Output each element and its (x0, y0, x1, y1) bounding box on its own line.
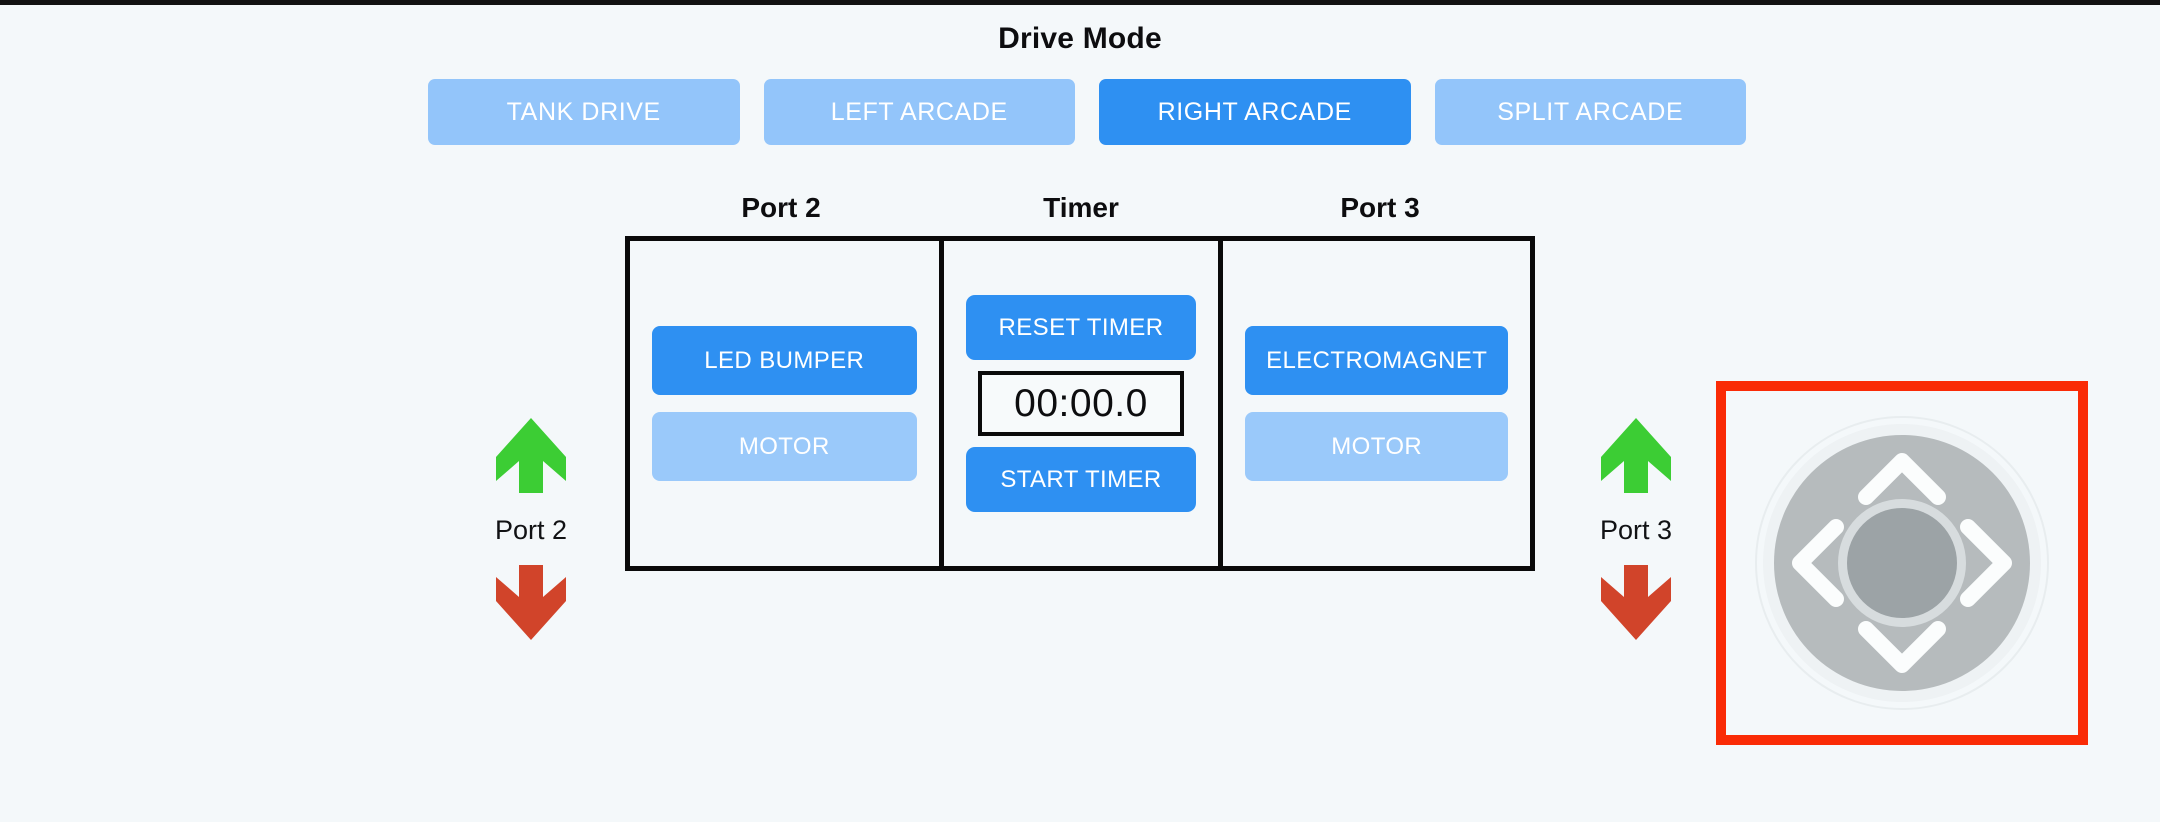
drive-mode-right-arcade-button[interactable]: RIGHT ARCADE (1099, 79, 1411, 145)
port3-direction-indicator: Port 3 (1560, 415, 1712, 643)
panel-heading-port3: Port 3 (1340, 192, 1420, 223)
panel-heading-timer: Timer (1043, 192, 1119, 223)
red-down-arrow-icon[interactable] (495, 563, 567, 643)
top-edge-strip (0, 0, 2160, 5)
directional-pad-icon[interactable] (1752, 413, 2052, 713)
reset-timer-button[interactable]: RESET TIMER (965, 295, 1197, 360)
drive-mode-tank-drive-button[interactable]: TANK DRIVE (428, 79, 740, 145)
drive-mode-split-arcade-button[interactable]: SPLIT ARCADE (1434, 79, 1746, 145)
port3-electromagnet-button[interactable]: ELECTROMAGNET (1245, 326, 1508, 395)
port2-led-bumper-button[interactable]: LED BUMPER (652, 326, 917, 395)
dpad-down-chevron-icon[interactable] (1858, 621, 1946, 673)
dpad-center-button[interactable] (1847, 508, 1957, 618)
port2-motor-button[interactable]: MOTOR (652, 412, 917, 481)
green-up-arrow-icon[interactable] (1600, 415, 1672, 495)
panel-heading-port2: Port 2 (741, 192, 821, 223)
red-down-arrow-icon[interactable] (1600, 563, 1672, 643)
dpad-right-chevron-icon[interactable] (1960, 519, 2012, 607)
green-up-arrow-icon[interactable] (495, 415, 567, 495)
panel-port3: ELECTROMAGNET MOTOR (1223, 241, 1530, 566)
start-timer-button[interactable]: START TIMER (965, 447, 1197, 512)
panel-heading-row: Port 2 Timer Port 3 (625, 192, 1535, 224)
port2-indicator-label: Port 2 (494, 515, 568, 545)
port3-indicator-label: Port 3 (1599, 515, 1673, 545)
panel-group: LED BUMPER MOTOR RESET TIMER 00:00.0 STA… (625, 236, 1535, 571)
dpad-highlight-frame (1716, 381, 2088, 745)
dpad-left-chevron-icon[interactable] (1792, 519, 1844, 607)
panel-port2: LED BUMPER MOTOR (630, 241, 939, 566)
port3-motor-button[interactable]: MOTOR (1245, 412, 1508, 481)
timer-display: 00:00.0 (977, 371, 1184, 436)
port2-direction-indicator: Port 2 (455, 415, 607, 643)
dpad-outer-ring (1755, 416, 2049, 710)
dpad-up-chevron-icon[interactable] (1858, 453, 1946, 505)
drive-mode-button-group: TANK DRIVE LEFT ARCADE RIGHT ARCADE SPLI… (428, 79, 1746, 145)
panel-timer: RESET TIMER 00:00.0 START TIMER (938, 241, 1224, 566)
drive-mode-left-arcade-button[interactable]: LEFT ARCADE (763, 79, 1075, 145)
page-title: Drive Mode (998, 22, 1162, 55)
